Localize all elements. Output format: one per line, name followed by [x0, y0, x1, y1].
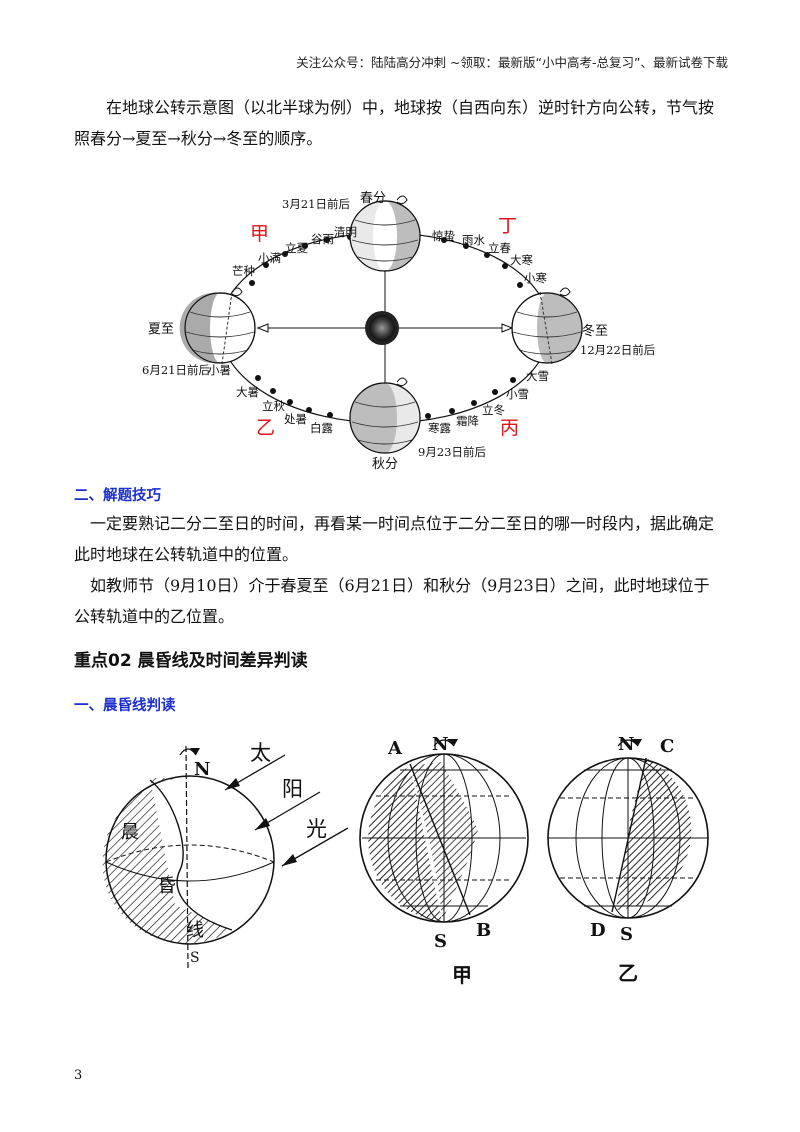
date-autumn: 9月23日前后 — [418, 445, 486, 459]
line-label: 线 — [186, 920, 204, 941]
globe3-north-label: N — [618, 734, 634, 755]
term-bailu: 白露 — [310, 421, 333, 435]
intro-paragraph: 在地球公转示意图（以北半球为例）中，地球按（自西向东）逆时针方向公转，节气按 照… — [74, 92, 734, 154]
globe1-south-label: S — [190, 950, 200, 966]
term-dashu: 大暑 — [236, 385, 259, 399]
sun-icon — [365, 311, 399, 345]
dusk-label: 昏 — [158, 876, 176, 897]
sunlight-label-1: 太 — [250, 741, 271, 765]
tips-line-4: 公转轨道中的乙位置。 — [74, 607, 235, 626]
season-spring: 春分 — [360, 191, 386, 206]
tips-line-1: 一定要熟记二分二至日的时间，再看某一时间点位于二分二至日的哪一时段内，据此确定 — [90, 514, 715, 533]
orbit-diagram: 3月21日前后 春分 夏至 6月21日前后 冬至 12月22日前后 秋分 9月2… — [142, 191, 655, 472]
globe-terminator-yi: N C D S 乙 — [547, 734, 709, 985]
dawn-label: 晨 — [121, 822, 139, 843]
globe2-north-label: N — [432, 734, 448, 755]
term-daxue: 大雪 — [526, 369, 549, 383]
term-jingzhe: 惊蛰 — [432, 229, 455, 243]
tips-paragraph-1: 一定要熟记二分二至日的时间，再看某一时间点位于二分二至日的哪一时段内，据此确定 … — [74, 508, 734, 570]
term-guyu: 谷雨 — [311, 232, 334, 246]
globe-winter — [511, 291, 583, 365]
term-lidong: 立冬 — [482, 403, 505, 417]
term-chushu: 处暑 — [284, 412, 307, 426]
term-xiaoxue: 小雪 — [506, 387, 529, 401]
intro-line-1: 在地球公转示意图（以北半球为例）中，地球按（自西向东）逆时针方向公转，节气按 — [106, 98, 715, 117]
sunlight-label-3: 光 — [306, 817, 327, 841]
season-autumn: 秋分 — [372, 457, 398, 472]
tips-line-2: 此时地球在公转轨道中的位置。 — [74, 545, 299, 564]
page-number: 3 — [74, 1068, 83, 1083]
point-b-label: B — [476, 920, 491, 941]
term-qingming: 清明 — [334, 225, 357, 239]
rotation-arrow-icons — [231, 195, 571, 387]
term-shuangjiang: 霜降 — [456, 414, 479, 428]
page-header: 关注公众号：陆陆高分冲刺 ~领取：最新版“小中高考-总复习”、最新试卷下载 — [296, 55, 728, 70]
globe-autumn — [349, 382, 421, 454]
date-winter: 12月22日前后 — [580, 343, 655, 357]
point-a-label: A — [387, 738, 403, 759]
date-summer: 6月21日前后 — [142, 363, 210, 377]
term-lixia: 立夏 — [285, 241, 308, 255]
term-liqiu: 立秋 — [262, 399, 285, 413]
term-dahan: 大寒 — [510, 253, 533, 267]
section-title-tips: 二、解题技巧 — [74, 488, 161, 504]
season-summer: 夏至 — [148, 322, 174, 337]
key-point-title: 重点02 晨昏线及时间差异判读 — [74, 651, 308, 671]
position-bing: 丙 — [500, 417, 519, 439]
term-lichun: 立春 — [488, 241, 511, 255]
position-yi: 乙 — [256, 417, 275, 439]
caption-yi: 乙 — [618, 961, 638, 985]
intro-line-2: 照春分→夏至→秋分→冬至的顺序。 — [74, 129, 323, 148]
tips-line-3: 如教师节（9月10日）介于春夏至（6月21日）和秋分（9月23日）之间，此时地球… — [90, 576, 710, 595]
globe2-south-label: S — [434, 931, 447, 952]
globe-summer — [179, 291, 256, 365]
term-xiaoshu: 小暑 — [208, 363, 231, 377]
section-title-terminator: 一、晨昏线判读 — [74, 698, 176, 714]
term-xiaoman: 小满 — [258, 251, 281, 265]
caption-jia: 甲 — [452, 963, 472, 987]
term-xiaohan: 小寒 — [524, 271, 547, 285]
globe-terminator-1: N S 太 阳 光 晨 昏 线 — [102, 741, 349, 969]
globe1-north-label: N — [194, 759, 210, 780]
globe-spring — [349, 200, 421, 272]
position-jia: 甲 — [250, 223, 269, 245]
date-spring: 3月21日前后 — [282, 197, 350, 211]
tips-paragraph-2: 如教师节（9月10日）介于春夏至（6月21日）和秋分（9月23日）之间，此时地球… — [74, 570, 734, 632]
point-c-label: C — [660, 736, 674, 757]
terminator-diagrams: N S 太 阳 光 晨 昏 线 A N S B 甲 — [102, 734, 709, 987]
globe-terminator-jia: A N S B 甲 — [359, 734, 529, 987]
season-winter: 冬至 — [582, 323, 608, 339]
term-hanlu: 寒露 — [428, 421, 451, 435]
term-yushui: 雨水 — [462, 233, 485, 247]
position-ding: 丁 — [498, 215, 517, 237]
sunlight-label-2: 阳 — [282, 777, 303, 801]
term-mangzhong: 芒种 — [232, 264, 255, 278]
orbit-dots — [249, 234, 523, 419]
point-d-label: D — [590, 920, 606, 941]
globe3-south-label: S — [620, 924, 633, 945]
